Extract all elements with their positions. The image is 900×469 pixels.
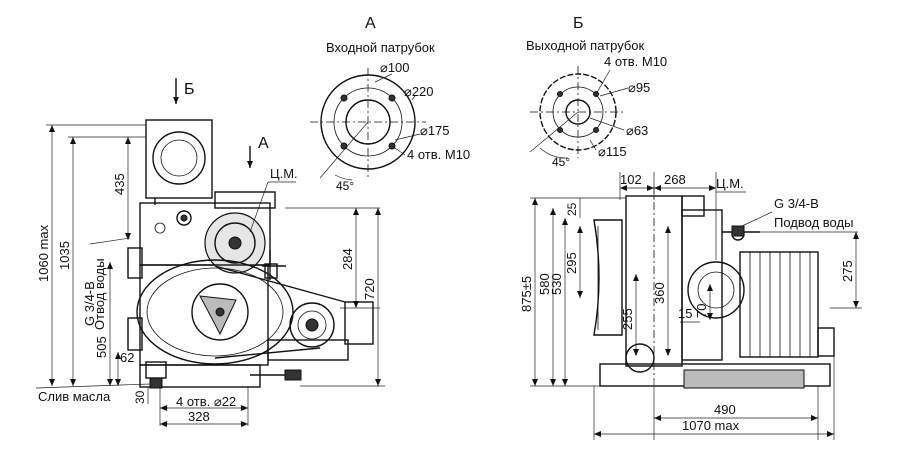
front-dim-1070: 1070 max bbox=[682, 418, 740, 433]
view-b-letter: Б bbox=[573, 15, 584, 32]
front-dim-25: 25 bbox=[565, 202, 579, 216]
view-a-letter: А bbox=[365, 15, 376, 32]
view-b-angle: 45° bbox=[552, 155, 570, 169]
side-g-label: G 3/4-B bbox=[82, 281, 97, 326]
front-supply-water: Подвод воды bbox=[774, 215, 853, 230]
view-a-d175: ⌀175 bbox=[420, 123, 450, 138]
front-dim-268: 268 bbox=[664, 172, 686, 187]
front-dim-15: 15 bbox=[678, 306, 692, 321]
front-dim-530: 530 bbox=[549, 273, 564, 295]
view-b-d95: ⌀95 bbox=[628, 80, 650, 95]
side-dim-1035: 1035 bbox=[57, 241, 72, 270]
front-g-label: G 3/4-B bbox=[774, 196, 819, 211]
front-view: 102 268 Ц.М. G 3/4-B Подвод воды 275 875… bbox=[519, 172, 862, 440]
side-dim-720: 720 bbox=[362, 278, 377, 300]
front-dim-275: 275 bbox=[840, 260, 855, 282]
view-a-angle: 45° bbox=[336, 179, 354, 193]
side-dim-62: 62 bbox=[120, 350, 134, 365]
side-dim-30: 30 bbox=[133, 390, 147, 404]
side-dim-1060: 1060 max bbox=[36, 224, 51, 282]
side-drain-water: Отвод воды bbox=[92, 258, 107, 330]
side-cm-label: Ц.М. bbox=[270, 166, 298, 181]
view-b-holes: 4 отв. М10 bbox=[604, 54, 667, 69]
view-b-d63: ⌀63 bbox=[626, 123, 648, 138]
side-dim-505: 505 bbox=[94, 336, 109, 358]
view-a-d100: ⌀100 bbox=[380, 60, 410, 75]
view-a-inlet-flange: А Входной патрубок 45° ⌀100 ⌀220 ⌀175 4 … bbox=[310, 15, 470, 193]
view-b-d115: ⌀115 bbox=[598, 144, 627, 159]
side-dim-435: 435 bbox=[112, 173, 127, 195]
view-a-title: Входной патрубок bbox=[326, 40, 435, 55]
side-dim-328: 328 bbox=[188, 409, 210, 424]
front-dim-360: 360 bbox=[652, 282, 667, 304]
side-holes: 4 отв. ⌀22 bbox=[176, 394, 236, 409]
view-a-d220: ⌀220 bbox=[404, 84, 434, 99]
front-dim-102: 102 bbox=[620, 172, 642, 187]
front-dim-255: 255 bbox=[620, 308, 635, 330]
front-dim-295: 295 bbox=[564, 252, 579, 274]
view-b-outlet-flange: Б Выходной патрубок 4 отв. М10 45° ⌀95 ⌀… bbox=[526, 15, 667, 169]
side-dim-284: 284 bbox=[340, 248, 355, 270]
front-cm-label: Ц.М. bbox=[716, 176, 744, 191]
front-dim-70: 70 bbox=[694, 304, 709, 318]
front-dim-580: 580 bbox=[537, 273, 552, 295]
side-drain-oil: Слив масла bbox=[38, 389, 111, 404]
front-dim-490: 490 bbox=[714, 402, 736, 417]
view-b-title: Выходной патрубок bbox=[526, 38, 645, 53]
side-view: Б А bbox=[35, 78, 385, 427]
side-arrow-a: А bbox=[258, 135, 269, 152]
view-a-holes: 4 отв. М10 bbox=[407, 147, 470, 162]
side-arrow-b: Б bbox=[184, 81, 195, 98]
front-dim-875: 875±5 bbox=[519, 276, 534, 312]
